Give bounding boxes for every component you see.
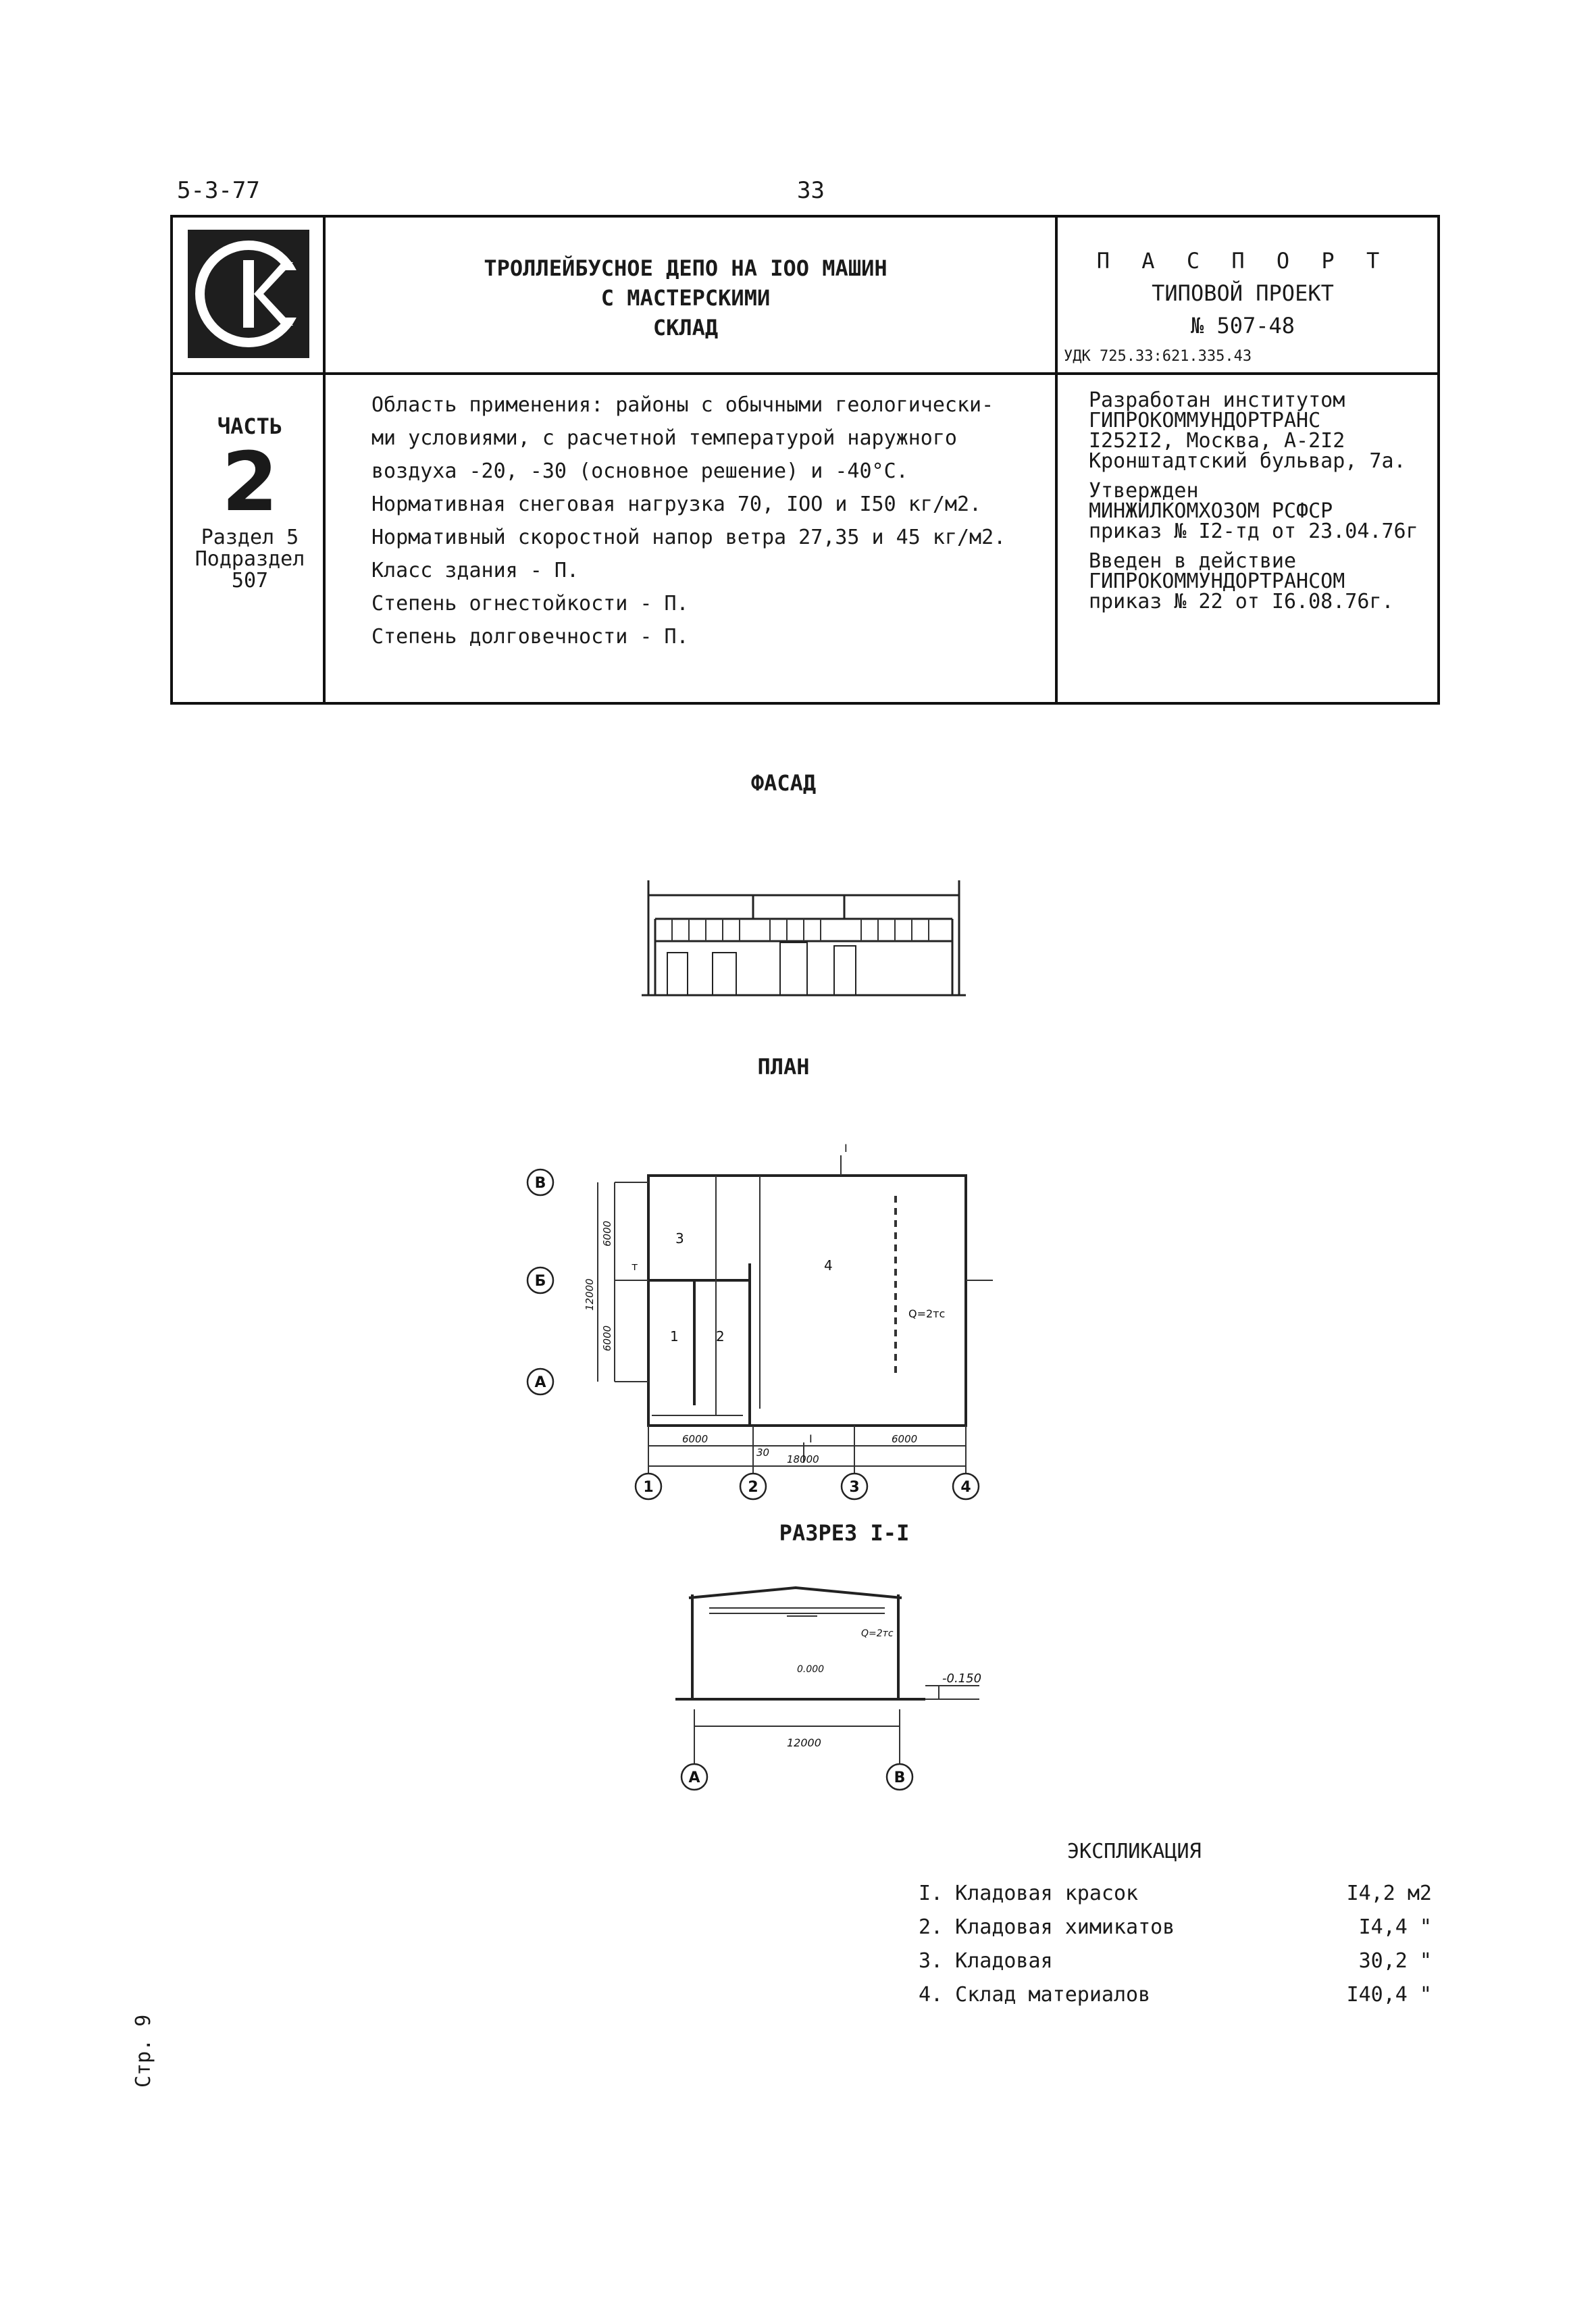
title-line-1: ТРОЛЛЕЙБУСНОЕ ДЕПО НА IOO МАШИН [484,255,887,281]
stamp-frame [170,215,1440,705]
org-line: приказ № 22 от I6.08.76г. [1089,590,1394,613]
dim-label: 6000 [682,1433,708,1445]
org-line: I252I2, Москва, А-2I2 [1089,429,1345,453]
plan-drawing: В Б А 1 2 3 4 3 4 1 2 Q=2тс I I т 12000 … [526,1142,993,1501]
room-label: 4 [824,1257,833,1274]
side-page-note: Стр. 9 [132,2014,155,2088]
project-title: ТРОЛЛЕЙБУСНОЕ ДЕПО НА IOO МАШИН С МАСТЕР… [324,253,1047,343]
passport-block: П А С П О Р Т ТИПОВОЙ ПРОЕКТ № 507-48 [1054,245,1432,342]
document-code: 5-3-77 [177,177,260,204]
org-line: Утвержден [1089,479,1199,503]
project-number: № 507-48 [1190,313,1295,338]
level-ground: -0.150 [942,1671,981,1686]
organization-block: Разработан институтом ГИПРОКОММУНДОРТРАН… [1089,391,1418,612]
scope-line: ми условиями, с расчетной температурой н… [371,426,957,450]
org-line: ГИПРОКОММУНДОРТРАНС [1089,409,1321,432]
scope-line: Область применения: районы с обычными ге… [371,393,994,417]
level-zero: 0.000 [797,1664,824,1675]
axis-col-label: 2 [748,1479,758,1496]
page-number: 33 [797,177,825,204]
room-name: I. Кладовая красок [919,1882,1139,1905]
udk-code: УДК 725.33:621.335.43 [1064,348,1252,365]
dim-label: 18000 [787,1453,819,1465]
explication-row: I. Кладовая красок I4,2 м2 [919,1877,1432,1911]
explication-list: I. Кладовая красок I4,2 м2 2. Кладовая х… [919,1877,1432,2012]
crane-label: Q=2тс [908,1307,945,1320]
org-line: приказ № I2-тд от 23.04.76г [1089,520,1418,543]
section-mark: I [809,1432,813,1445]
section-title: РАЗРЕЗ I-I [779,1520,910,1546]
room-label: 2 [716,1328,725,1344]
plan-title: ПЛАН [757,1054,810,1080]
section-mark: I [844,1142,848,1155]
room-area: 30,2 " [1358,1949,1432,1973]
room-area: I4,2 м2 [1346,1882,1432,1905]
org-line: Кронштадтский бульвар, 7а. [1089,449,1406,473]
scope-line: Степень долговечности - П. [371,625,689,649]
axis-label: А [688,1769,700,1786]
facade-title: ФАСАД [750,770,817,796]
passport-label: П А С П О Р Т [1096,248,1389,274]
room-name: 4. Склад материалов [919,1983,1151,2007]
section-drawing: А В 12000 0.000 -0.150 Q=2тс [675,1586,981,1791]
title-line-2: С МАСТЕРСКИМИ [600,285,771,311]
axis-label: В [894,1769,906,1786]
explication-title: ЭКСПЛИКАЦИЯ [1067,1840,1202,1863]
scope-line: Класс здания - П. [371,559,580,582]
project-type: ТИПОВОЙ ПРОЕКТ [1152,280,1334,306]
explication-row: 2. Кладовая химикатов I4,4 " [919,1911,1432,1944]
room-label: 1 [670,1328,679,1344]
dim-label: 6000 [601,1221,613,1247]
axis-col-label: 3 [849,1479,859,1496]
facade-drawing [642,880,966,997]
span-label: 12000 [787,1736,821,1749]
scope-line: Степень огнестойкости - П. [371,592,689,615]
room-label: 3 [675,1230,684,1247]
org-line: МИНЖИЛКОМХОЗОМ РСФСР [1089,499,1333,523]
application-scope: Область применения: районы с обычными ге… [371,388,1006,653]
crane-label: Q=2тс [861,1628,894,1639]
dim-label: 6000 [892,1433,917,1445]
explication-row: 3. Кладовая 30,2 " [919,1944,1432,1978]
subsection-label: Подраздел [195,547,305,571]
section-label: Раздел 5 [201,526,299,549]
dim-label: 6000 [601,1326,613,1351]
room-area: I40,4 " [1346,1983,1432,2007]
institute-logo [188,230,309,358]
org-line: Введен в действие [1089,549,1297,573]
title-line-3: СКЛАД [652,315,719,341]
dim-label: 30 [756,1447,769,1459]
scope-line: Нормативная снеговая нагрузка 70, IOO и … [371,493,982,516]
subsection-number: 507 [231,569,269,593]
axis-col-label: 4 [960,1479,971,1496]
scope-line: воздуха -20, -30 (основное решение) и -4… [371,459,908,483]
org-line: Разработан институтом [1089,388,1345,412]
room-name: 3. Кладовая [919,1949,1053,1973]
dim-label: 12000 [584,1278,596,1311]
door-mark: т [632,1260,638,1273]
part-block: ЧАСТЬ 2 Раздел 5 Подраздел 507 [182,413,317,592]
part-number: 2 [222,436,278,530]
explication-row: 4. Склад материалов I40,4 " [919,1978,1432,2012]
room-area: I4,4 " [1358,1915,1432,1939]
org-line: ГИПРОКОММУНДОРТРАНСОМ [1089,570,1345,593]
part-label: ЧАСТЬ [217,413,283,439]
axis-col-label: 1 [643,1479,653,1496]
axis-row-label: Б [535,1273,546,1290]
axis-row-label: В [535,1175,546,1192]
scope-line: Нормативный скоростной напор ветра 27,35… [371,526,1006,549]
axis-row-label: А [534,1374,546,1391]
room-name: 2. Кладовая химикатов [919,1915,1175,1939]
